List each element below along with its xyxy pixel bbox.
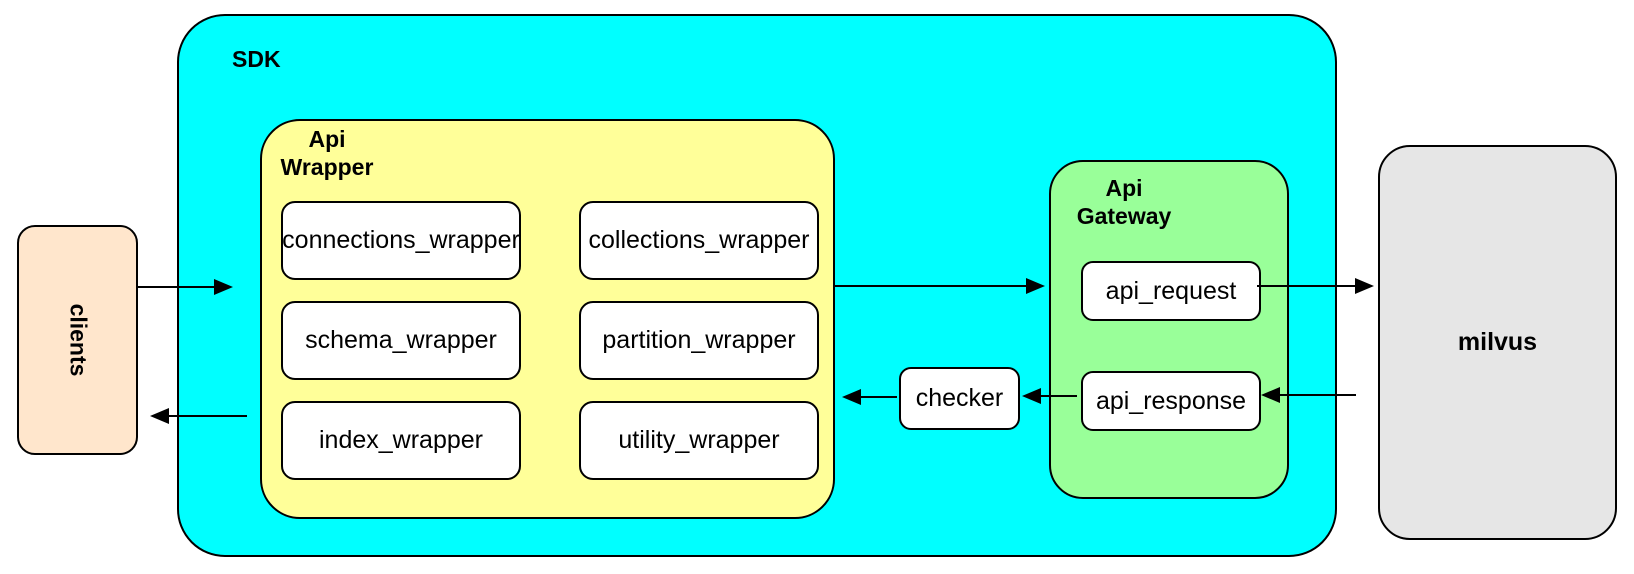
- api-gateway-label-line2: Gateway: [1076, 203, 1172, 229]
- arrow-sdk-to-clients: [150, 408, 247, 424]
- api-wrapper-label-line1: Api: [308, 126, 346, 152]
- arrowhead-icon: [150, 408, 169, 424]
- module-node: index_wrapper: [281, 401, 521, 480]
- module-node: utility_wrapper: [579, 401, 819, 480]
- clients-label: clients: [65, 303, 91, 377]
- arrowhead-icon: [1355, 278, 1374, 294]
- arrowhead-icon: [1261, 387, 1280, 403]
- arrow-milvus-to-api-response: [1261, 387, 1356, 403]
- gateway-box-node: api_request: [1081, 261, 1261, 321]
- clients-node: clients: [17, 225, 138, 455]
- arrow-api-response-to-checker: [1022, 388, 1077, 404]
- api-wrapper-label: Api Wrapper: [262, 125, 392, 181]
- arrow-api-request-to-milvus: [1257, 278, 1374, 294]
- api-wrapper-container: Api Wrapper connections_wrapper collecti…: [260, 119, 835, 519]
- module-node: schema_wrapper: [281, 301, 521, 380]
- module-node: connections_wrapper: [281, 201, 521, 280]
- api-gateway-container: Api Gateway api_request api_response: [1049, 160, 1289, 499]
- arrow-clients-to-sdk: [138, 279, 233, 295]
- arrowhead-icon: [842, 389, 861, 405]
- module-node: collections_wrapper: [579, 201, 819, 280]
- sdk-container: SDK Api Wrapper connections_wrapper coll…: [177, 14, 1337, 557]
- api-gateway-label: Api Gateway: [1051, 174, 1197, 230]
- api-wrapper-label-line2: Wrapper: [280, 154, 374, 180]
- sdk-label: SDK: [232, 46, 281, 72]
- checker-node: checker: [899, 367, 1020, 430]
- arrowhead-icon: [214, 279, 233, 295]
- arrowhead-icon: [1022, 388, 1041, 404]
- api-gateway-label-line1: Api: [1105, 175, 1143, 201]
- arrow-wrapper-to-api-request: [833, 278, 1045, 294]
- arrow-checker-to-wrapper: [842, 389, 897, 405]
- arrowhead-icon: [1026, 278, 1045, 294]
- module-node: partition_wrapper: [579, 301, 819, 380]
- milvus-node: milvus: [1378, 145, 1617, 540]
- gateway-box-node: api_response: [1081, 371, 1261, 431]
